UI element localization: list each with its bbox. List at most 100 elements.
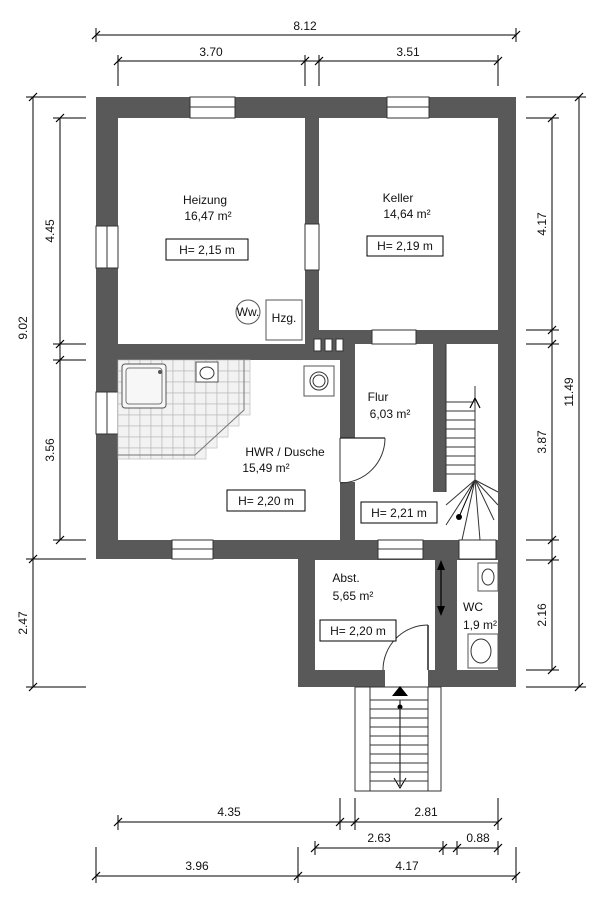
floor-tile — [139, 436, 152, 449]
floor-tile — [216, 370, 229, 383]
floor-tile — [194, 414, 207, 427]
dim-bottom-row3-right: 4.17 — [395, 859, 419, 873]
room-area-heizung: 16,47 m² — [184, 209, 231, 223]
washing-machine — [303, 365, 335, 397]
floor-tile — [150, 436, 163, 449]
floor-tile — [183, 359, 196, 372]
floor-tile — [227, 370, 240, 383]
boiler-icon — [235, 299, 261, 325]
floor-tile — [216, 425, 229, 438]
vent-3 — [335, 338, 344, 352]
floor-tile — [183, 436, 196, 449]
room-height-hwr: H= 2,20 m — [238, 494, 294, 508]
floor-tile — [117, 436, 130, 449]
floor-tile — [139, 425, 152, 438]
shower-tray — [121, 363, 167, 409]
floor-tile — [172, 414, 185, 427]
floor-tile — [183, 403, 196, 416]
dim-left-outer: 9.02 — [16, 316, 30, 340]
dim-top-total: 8.12 — [293, 19, 317, 33]
floor-tile — [172, 425, 185, 438]
floor-tile — [205, 403, 218, 416]
room-area-hwr: 15,49 m² — [242, 461, 289, 475]
floor-tile — [227, 403, 240, 416]
floor-tile — [183, 425, 196, 438]
dim-bottom-row1-left: 4.35 — [217, 805, 241, 819]
stair-winder — [474, 479, 495, 521]
floor-tile — [128, 447, 141, 460]
floor-tile — [139, 414, 152, 427]
stair-winder — [474, 479, 499, 506]
stair-winder — [461, 479, 476, 541]
room-height-heizung: H= 2,15 m — [179, 243, 235, 257]
floor-tile — [172, 381, 185, 394]
svg-text:Hzg.: Hzg. — [272, 311, 297, 325]
room-height-abst: H= 2,20 m — [330, 624, 386, 638]
floor-tile — [183, 447, 196, 460]
dim-right-bottom: 2.16 — [535, 603, 549, 627]
floor-tile — [117, 447, 130, 460]
floor-tile — [150, 425, 163, 438]
stair-winder — [474, 479, 481, 541]
floor-tile — [150, 447, 163, 460]
floor-tile — [216, 392, 229, 405]
floor-tile — [183, 381, 196, 394]
floor-tile — [194, 392, 207, 405]
floor-tile — [227, 414, 240, 427]
stair-top-arrow — [392, 686, 408, 696]
dim-left-inner-mid: 3.56 — [43, 438, 57, 462]
dimension-ticks — [28, 30, 584, 881]
dimension-lines — [26, 28, 586, 883]
opening-abst-bottom — [385, 670, 428, 687]
room-area-abst: 5,65 m² — [333, 589, 374, 603]
opening-keller-bottom — [371, 329, 417, 345]
floor-tile — [117, 425, 130, 438]
floor-tile — [139, 447, 152, 460]
dim-top-right: 3.51 — [396, 45, 420, 59]
floor-tile — [227, 359, 240, 372]
floor-tile — [172, 370, 185, 383]
floor-tile — [194, 381, 207, 394]
room-name-hwr: HWR / Dusche — [245, 445, 325, 459]
dim-bottom-row1-right: 2.81 — [414, 805, 438, 819]
dimension-labels: 8.12 3.70 3.51 9.02 4.45 3.56 2.47 11.49… — [16, 19, 576, 873]
dim-right-top: 4.17 — [535, 212, 549, 236]
opening-hwr-flur — [340, 438, 355, 482]
floor-tile — [227, 392, 240, 405]
vent-2 — [324, 338, 333, 352]
room-name-keller: Keller — [383, 191, 414, 205]
dim-right-total: 11.49 — [562, 377, 576, 406]
floor-tile — [172, 359, 185, 372]
room-height-flur: H= 2,21 m — [371, 506, 427, 520]
floor-tile — [172, 447, 185, 460]
floor-tile — [117, 414, 130, 427]
floor-tile — [161, 447, 174, 460]
opening-heizung-keller — [304, 223, 320, 271]
room-name-heizung: Heizung — [183, 193, 227, 207]
floor-tile — [150, 414, 163, 427]
dim-right-mid: 3.87 — [535, 430, 549, 454]
floor-tile — [205, 414, 218, 427]
room-name-abst: Abst. — [332, 571, 359, 585]
windows — [95, 96, 497, 560]
stair-winder — [445, 479, 476, 526]
floor-tile — [216, 414, 229, 427]
floor-tile — [216, 381, 229, 394]
heater-icon — [265, 299, 303, 341]
room-name-wc: WC — [463, 600, 483, 614]
floor-tile — [216, 359, 229, 372]
floor-tile — [183, 414, 196, 427]
dim-left-outer-bottom: 2.47 — [16, 611, 30, 635]
floor-tile — [227, 381, 240, 394]
washbasin-wc — [477, 562, 499, 592]
room-height-keller: H= 2,19 m — [377, 239, 433, 253]
room-labels: Heizung 16,47 m² H= 2,15 m Keller 14,64 … — [165, 191, 497, 642]
dim-bottom-row3-left: 3.96 — [185, 859, 209, 873]
floor-tile — [183, 392, 196, 405]
floor-tile — [205, 436, 218, 449]
floor-tile — [161, 414, 174, 427]
stair-winder — [474, 479, 499, 493]
stair-winder — [445, 479, 476, 506]
svg-text:Ww.: Ww. — [237, 305, 260, 319]
